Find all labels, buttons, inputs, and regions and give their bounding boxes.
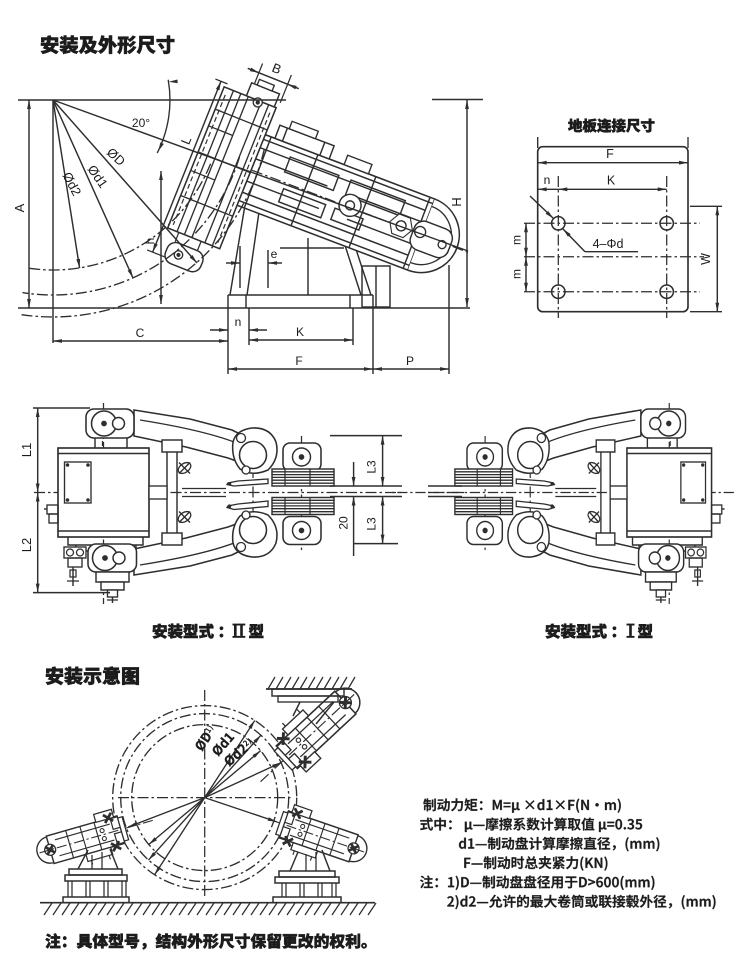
svg-text:F: F — [295, 354, 302, 368]
svg-text:L2: L2 — [19, 538, 34, 552]
svg-text:P: P — [406, 354, 414, 368]
svg-text:h: h — [143, 238, 157, 245]
svg-text:A: A — [12, 203, 27, 212]
svg-text:4–Φd: 4–Φd — [593, 237, 624, 251]
svg-text:20°: 20° — [132, 116, 150, 130]
svg-text:e: e — [271, 247, 278, 261]
svg-text:20: 20 — [337, 516, 351, 530]
svg-text:C: C — [136, 326, 145, 340]
svg-text:m: m — [510, 269, 524, 279]
svg-text:L3: L3 — [365, 460, 379, 474]
svg-text:m: m — [510, 235, 524, 245]
svg-text:K: K — [607, 174, 616, 188]
svg-text:n: n — [235, 315, 242, 329]
svg-text:F: F — [606, 147, 614, 161]
svg-text:K: K — [296, 325, 304, 339]
svg-text:n: n — [544, 173, 551, 187]
svg-text:L3: L3 — [365, 517, 379, 531]
svg-text:W: W — [699, 253, 713, 265]
svg-text:H: H — [449, 197, 464, 206]
svg-text:L1: L1 — [19, 443, 34, 457]
